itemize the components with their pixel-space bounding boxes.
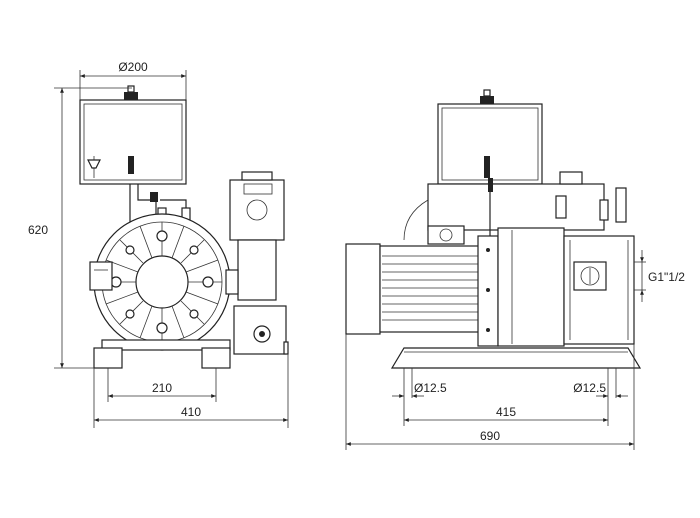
oil-tank	[79, 85, 187, 185]
pump-body	[89, 213, 231, 351]
motor	[345, 243, 481, 335]
dimensions: Ø200 620 210 410 Ø12.	[28, 60, 685, 450]
dim-label-410: 410	[181, 405, 201, 419]
oil-tank-front	[437, 89, 543, 185]
dim-label-hole-left: Ø12.5	[414, 381, 447, 395]
dim-width-690: 690	[345, 334, 635, 450]
upper-housing	[403, 171, 605, 245]
side-view	[79, 85, 289, 369]
dim-label-690: 690	[480, 429, 500, 443]
dim-thread: G1"1/2	[634, 250, 685, 302]
pump-front	[477, 178, 635, 347]
dim-label-620: 620	[28, 223, 48, 237]
dim-hole-left: Ø12.5	[392, 368, 447, 426]
dim-diameter-200: Ø200	[79, 60, 187, 100]
pump-base	[93, 339, 231, 369]
dim-label-415: 415	[496, 405, 516, 419]
dim-label-thread: G1"1/2	[648, 270, 685, 284]
dim-label-210: 210	[152, 381, 172, 395]
dim-width-415: 415	[404, 405, 608, 422]
front-view	[345, 89, 642, 369]
dim-hole-right: Ø12.5	[573, 368, 628, 426]
dim-width-210: 210	[107, 368, 217, 402]
dim-label-200: Ø200	[118, 60, 148, 74]
dim-height-620: 620	[28, 87, 132, 369]
dim-label-hole-right: Ø12.5	[573, 381, 606, 395]
dim-width-410: 410	[93, 354, 289, 428]
base-frame	[390, 347, 642, 369]
valve-housing	[225, 171, 289, 355]
